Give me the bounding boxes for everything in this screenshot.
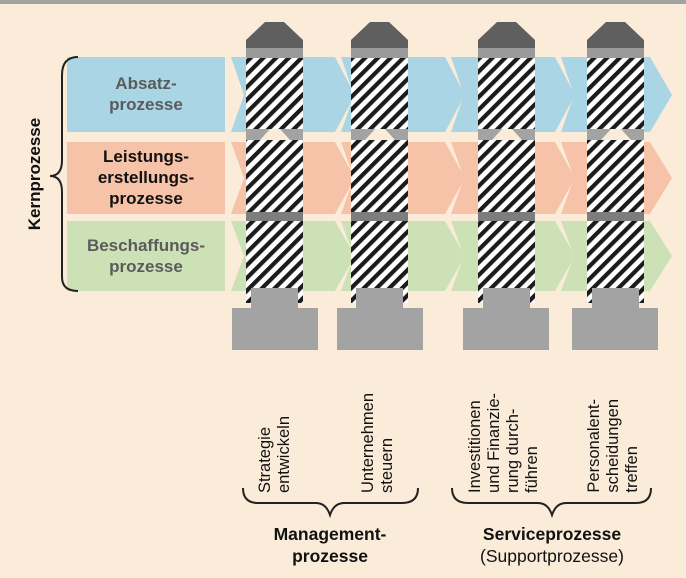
management-brace [242, 487, 419, 519]
management-line2: prozesse [292, 546, 368, 566]
row-absatz-label-box [67, 57, 225, 132]
pillar-4-shaft [587, 58, 644, 303]
row-absatz-label: Absatz- prozesse [67, 73, 225, 115]
pillar-4-top-cap-band [587, 48, 644, 58]
service-brace [451, 487, 652, 519]
pillar-4-base [572, 308, 658, 350]
pillar-2-connector-2 [351, 212, 408, 221]
pillar-1-top-cap-band [246, 48, 303, 58]
service-line2: (Supportprozesse) [480, 546, 624, 566]
column-4-label: Personalent- scheidungen treffen [585, 399, 641, 493]
row-beschaffung-label: Beschaffungs- prozesse [67, 235, 225, 277]
row-absatz-label-line1: Absatz- [115, 74, 177, 93]
service-group-label: Serviceprozesse (Supportprozesse) [452, 523, 652, 567]
pillar-4 [572, 22, 658, 350]
row-leistung-label-line1: Leistungs- [103, 147, 189, 166]
column-1-label: Strategie entwickeln [256, 415, 293, 493]
column-2-label: Unternehmen steuern [359, 393, 396, 493]
pillar-2 [337, 22, 423, 350]
row-leistung-label-line2: erstellungs- [97, 168, 195, 187]
pillar-1-connector-2 [246, 212, 303, 221]
pillar-1-base [232, 308, 318, 350]
management-group-label: Management- prozesse [240, 523, 420, 567]
pillar-3-connector-2 [478, 212, 535, 221]
pillar-1-connector-1-notch [260, 129, 290, 140]
pillar-1 [232, 22, 318, 350]
row-beschaffung-label-box [67, 221, 225, 291]
pillar-3-connector-1-notch [492, 129, 522, 140]
top-rule-overlay [0, 0, 686, 4]
row-leistung-label: Leistungs- erstellungs- prozesse [67, 146, 225, 209]
row-beschaffung-label-line1: Beschaffungs- [86, 236, 206, 255]
management-line1: Management- [273, 524, 387, 544]
core-processes-label: Kernprozesse [25, 117, 44, 231]
core-brace [49, 56, 79, 292]
service-line1: Serviceprozesse [482, 524, 622, 544]
column-3-label: Investitionen und Finanzie- rung durch- … [466, 393, 541, 493]
pillar-4-connector-1-notch [601, 129, 631, 140]
row-absatz-label-line2: prozesse [109, 95, 183, 114]
pillar-3-shaft [478, 58, 535, 303]
pillar-3 [463, 22, 549, 350]
pillar-2-connector-1-notch [365, 129, 395, 140]
pillar-2-top-cap-band [351, 48, 408, 58]
pillar-3-base [463, 308, 549, 350]
pillar-3-top-cap-band [478, 48, 535, 58]
row-leistung-label-box [67, 142, 225, 214]
row-leistung-label-line3: prozesse [109, 189, 183, 208]
pillar-2-shaft [351, 58, 408, 303]
pillar-4-connector-2 [587, 212, 644, 221]
row-beschaffung-label-line2: prozesse [109, 257, 183, 276]
pillar-1-shaft [246, 58, 303, 303]
pillar-2-base [337, 308, 423, 350]
